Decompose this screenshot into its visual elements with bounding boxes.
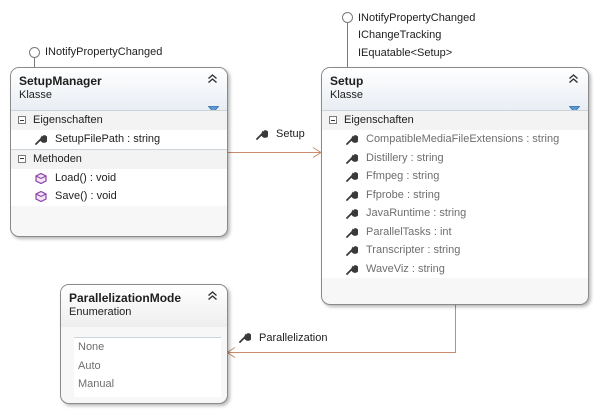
double-chevron-up-icon[interactable] (568, 74, 579, 83)
class-header[interactable]: SetupManager Klasse (11, 68, 227, 116)
enum-member[interactable]: Manual (78, 378, 115, 390)
wrench-icon (346, 208, 358, 219)
association-parallelization-label[interactable]: Parallelization (259, 332, 328, 344)
class-kind: Klasse (330, 89, 364, 101)
collapse-toggle-icon[interactable] (329, 116, 337, 124)
cube-icon (35, 172, 47, 184)
enum-header[interactable]: ParallelizationMode Enumeration (61, 285, 227, 327)
property-item[interactable]: Distillery : string (322, 148, 588, 167)
property-item[interactable]: ParallelTasks : int (322, 222, 588, 241)
collapse-toggle-icon[interactable] (18, 154, 26, 163)
parallelization-mode-enum[interactable]: ParallelizationMode Enumeration None Aut… (60, 284, 228, 404)
association-parallelization-line (226, 304, 456, 358)
property-item[interactable]: CompatibleMediaFileExtensions : string (322, 130, 588, 149)
wrench-icon (256, 130, 268, 140)
enum-members: None Auto Manual (74, 337, 221, 397)
property-item[interactable]: JavaRuntime : string (322, 204, 588, 223)
wrench-icon (35, 134, 47, 145)
method-item[interactable]: Load() : void (11, 168, 227, 187)
association-setup-label[interactable]: Setup (276, 128, 305, 140)
class-header[interactable]: Setup Klasse (322, 68, 588, 116)
association-setup-line (227, 147, 322, 158)
enum-name: ParallelizationMode (69, 291, 182, 305)
enum-member[interactable]: Auto (78, 359, 101, 372)
property-item[interactable]: WaveViz : string (322, 259, 588, 278)
property-item[interactable]: Ffprobe : string (322, 185, 588, 204)
setup-interface-label-3: IEquatable<Setup> (358, 47, 453, 59)
section-title: Eigenschaften (33, 114, 103, 126)
wrench-icon (346, 190, 358, 201)
wrench-icon (346, 227, 358, 238)
section-title: Methoden (33, 152, 82, 165)
class-name: Setup (330, 74, 364, 88)
enum-member[interactable]: None (78, 341, 105, 353)
property-item[interactable]: SetupFilePath : string (11, 130, 227, 149)
double-chevron-up-icon[interactable] (207, 291, 218, 300)
setup-interface-label-2: IChangeTracking (358, 29, 442, 41)
collapse-toggle-icon[interactable] (18, 116, 26, 124)
section-title: Eigenschaften (344, 114, 414, 126)
setup-manager-class[interactable]: SetupManager Klasse Eigenschaften SetupF… (10, 67, 228, 237)
property-item[interactable]: Ffmpeg : string (322, 167, 588, 186)
property-item[interactable]: Transcripter : string (322, 241, 588, 260)
wrench-icon (346, 264, 358, 275)
setup-manager-interface-label: INotifyPropertyChanged (45, 46, 163, 58)
wrench-icon (346, 134, 358, 145)
wrench-icon (239, 333, 251, 343)
cube-icon (35, 191, 47, 202)
method-item[interactable]: Save() : void (11, 187, 227, 206)
wrench-icon (346, 245, 358, 256)
setup-class[interactable]: Setup Klasse Eigenschaften CompatibleMed… (321, 67, 589, 305)
setup-interface-label-1: INotifyPropertyChanged (358, 12, 476, 24)
class-name: SetupManager (19, 74, 102, 88)
section-methods-header[interactable]: Methoden (11, 148, 227, 169)
wrench-icon (346, 153, 358, 164)
class-kind: Klasse (19, 89, 53, 101)
section-properties-header[interactable]: Eigenschaften (322, 110, 588, 130)
double-chevron-up-icon[interactable] (207, 74, 218, 83)
wrench-icon (346, 171, 358, 182)
section-properties-header[interactable]: Eigenschaften (11, 110, 227, 130)
enum-kind: Enumeration (69, 306, 132, 318)
